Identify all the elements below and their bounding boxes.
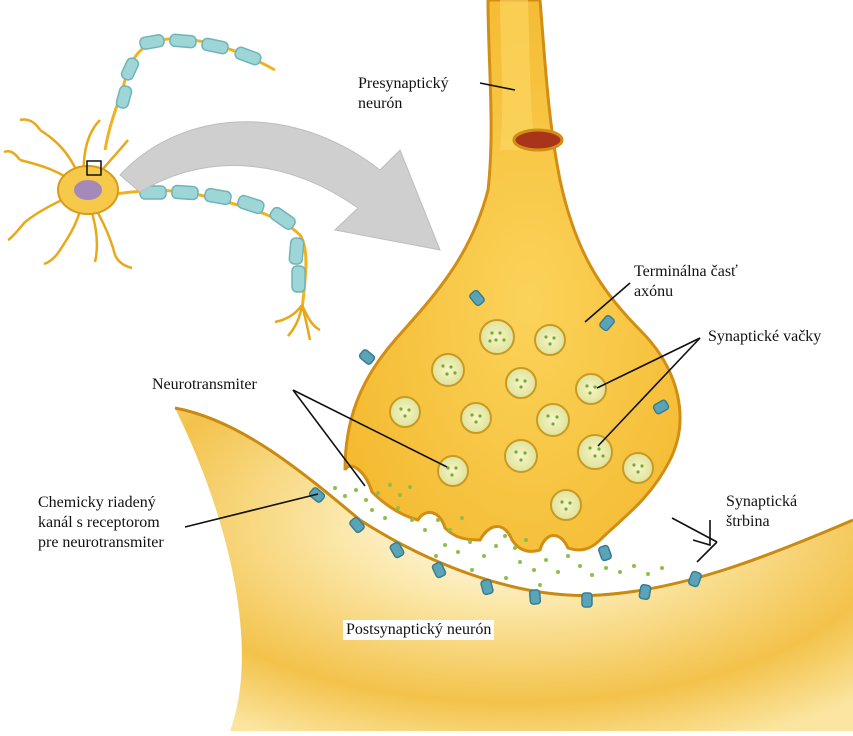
- axon-opening: [514, 130, 562, 150]
- label-synaptic-cleft: Synaptická štrbina: [726, 492, 797, 532]
- zoom-arrow: [120, 122, 440, 250]
- label-presynaptic-neuron: Presynaptický neurón: [358, 74, 449, 114]
- label-neurotransmitter: Neurotransmiter: [152, 375, 257, 395]
- label-postsynaptic-neuron: Postsynaptický neurón: [343, 620, 494, 640]
- label-axon-terminal: Terminálna časť axónu: [634, 262, 738, 302]
- label-synaptic-vesicles: Synaptické vačky: [708, 327, 821, 347]
- label-chemical-channel: Chemicky riadený kanál s receptorom pre …: [38, 493, 164, 553]
- neuron-overview: [4, 34, 320, 340]
